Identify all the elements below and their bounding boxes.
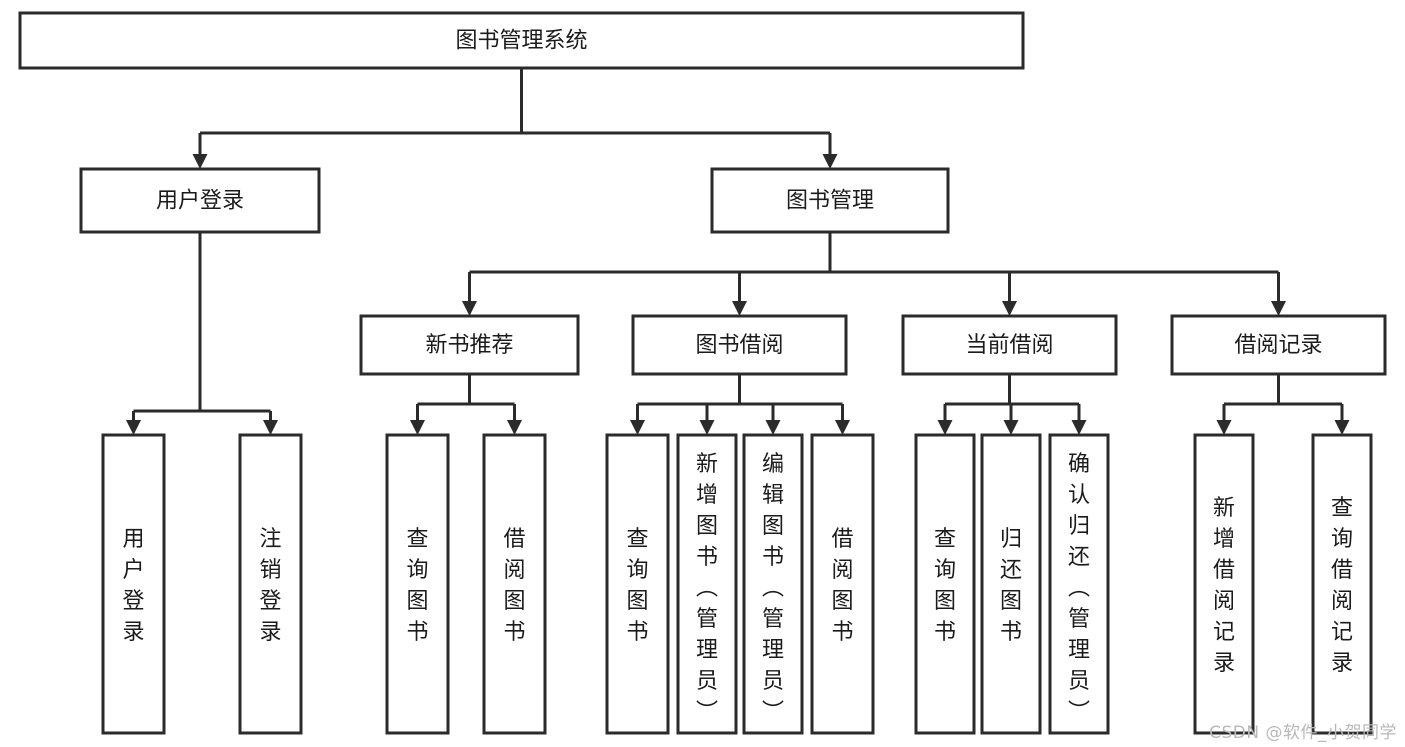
- connector-arrow: [126, 411, 141, 435]
- node-n-borrow-record[interactable]: 借阅记录: [1170, 314, 1387, 376]
- connector-group: [630, 374, 850, 435]
- connector-arrow: [699, 404, 715, 435]
- node-l-query-book-3-label: 查询图书: [934, 527, 956, 645]
- node-l-query-book-1[interactable]: 查询图书: [385, 433, 450, 735]
- node-l-query-book-3[interactable]: 查询图书: [914, 433, 976, 735]
- node-l-edit-book-label: 编辑图书︵管理员︶: [762, 452, 784, 725]
- node-l-confirm-return[interactable]: 确认归还︵管理员︶: [1048, 433, 1110, 735]
- connector-group: [410, 374, 522, 435]
- connector-group: [126, 232, 278, 435]
- node-l-query-record[interactable]: 查询借阅记录: [1311, 433, 1373, 735]
- connector-arrow: [822, 133, 838, 169]
- connector-arrow: [263, 411, 278, 435]
- node-l-query-book-1-box[interactable]: [385, 433, 450, 735]
- node-n-user-login[interactable]: 用户登录: [79, 167, 321, 234]
- node-l-user-login[interactable]: 用户登录: [101, 433, 166, 735]
- connector-arrow: [462, 272, 477, 316]
- node-l-borrow-book-1-box[interactable]: [482, 433, 547, 735]
- node-n-book-borrow[interactable]: 图书借阅: [631, 314, 848, 376]
- node-l-add-record-box[interactable]: [1193, 433, 1255, 735]
- node-l-query-record-label: 查询借阅记录: [1331, 496, 1353, 676]
- node-l-add-record-label: 新增借阅记录: [1213, 496, 1235, 676]
- connector-group: [462, 232, 1286, 316]
- node-n-user-login-box[interactable]: [79, 167, 321, 234]
- connector-arrow: [732, 272, 747, 316]
- connector-arrow: [410, 404, 425, 435]
- node-l-edit-book[interactable]: 编辑图书︵管理员︶: [742, 433, 804, 735]
- node-l-add-record[interactable]: 新增借阅记录: [1193, 433, 1255, 735]
- connector-arrow: [1003, 404, 1019, 435]
- node-n-book-mgmt[interactable]: 图书管理: [710, 167, 950, 234]
- node-n-book-mgmt-box[interactable]: [710, 167, 950, 234]
- node-l-logout-label: 注销登录: [259, 527, 281, 645]
- node-l-user-login-box[interactable]: [101, 433, 166, 735]
- node-l-query-book-3-box[interactable]: [914, 433, 976, 735]
- node-l-query-record-box[interactable]: [1311, 433, 1373, 735]
- node-l-query-book-2-label: 查询图书: [626, 527, 648, 645]
- connector-group: [937, 374, 1087, 435]
- node-l-edit-book-box[interactable]: [742, 433, 804, 735]
- node-l-user-login-label: 用户登录: [122, 527, 144, 645]
- node-l-return-book-box[interactable]: [980, 433, 1042, 735]
- node-l-borrow-book-2-label: 借阅图书: [831, 527, 853, 645]
- node-l-confirm-return-label: 确认归还︵管理员︶: [1068, 452, 1090, 725]
- connector-arrow: [1216, 404, 1232, 435]
- node-root-box[interactable]: [18, 11, 1025, 70]
- connector-arrow: [1271, 272, 1286, 316]
- node-n-new-book-rec-box[interactable]: [359, 314, 580, 376]
- node-n-current-borrow-box[interactable]: [901, 314, 1118, 376]
- node-l-borrow-book-1-label: 借阅图书: [503, 527, 525, 645]
- node-n-current-borrow[interactable]: 当前借阅: [901, 314, 1118, 376]
- node-l-query-book-1-label: 查询图书: [406, 527, 428, 645]
- connectors-layer: [126, 68, 1350, 435]
- node-n-user-login-label: 用户登录: [156, 189, 244, 214]
- connector-arrow: [1334, 404, 1350, 435]
- node-l-query-book-2[interactable]: 查询图书: [605, 433, 670, 735]
- connector-arrow: [835, 404, 850, 435]
- node-n-book-borrow-box[interactable]: [631, 314, 848, 376]
- node-n-book-borrow-label: 图书借阅: [695, 333, 783, 358]
- connector-arrow: [937, 404, 953, 435]
- connector-arrow: [765, 404, 781, 435]
- node-l-borrow-book-2[interactable]: 借阅图书: [810, 433, 875, 735]
- connector-group: [192, 68, 838, 169]
- connector-arrow: [192, 133, 208, 169]
- node-n-borrow-record-label: 借阅记录: [1234, 333, 1322, 358]
- node-n-borrow-record-box[interactable]: [1170, 314, 1387, 376]
- node-l-borrow-book-2-box[interactable]: [810, 433, 875, 735]
- connector-arrow: [1002, 272, 1017, 316]
- node-l-logout-box[interactable]: [238, 433, 303, 735]
- nodes-layer: 图书管理系统用户登录图书管理新书推荐图书借阅当前借阅借阅记录用户登录注销登录查询…: [18, 11, 1387, 735]
- node-n-new-book-rec-label: 新书推荐: [425, 333, 513, 358]
- connector-arrow: [630, 404, 645, 435]
- node-l-confirm-return-box[interactable]: [1048, 433, 1110, 735]
- connector-group: [1216, 374, 1350, 435]
- node-l-return-book-label: 归还图书: [1000, 527, 1022, 645]
- node-root-label: 图书管理系统: [455, 29, 587, 54]
- node-l-query-book-2-box[interactable]: [605, 433, 670, 735]
- node-n-new-book-rec[interactable]: 新书推荐: [359, 314, 580, 376]
- node-l-add-book-label: 新增图书︵管理员︶: [696, 452, 718, 725]
- connector-arrow: [1071, 404, 1087, 435]
- connector-arrow: [507, 404, 522, 435]
- node-n-current-borrow-label: 当前借阅: [965, 333, 1053, 358]
- node-l-return-book[interactable]: 归还图书: [980, 433, 1042, 735]
- node-l-add-book[interactable]: 新增图书︵管理员︶: [676, 433, 738, 735]
- node-n-book-mgmt-label: 图书管理: [786, 189, 874, 214]
- node-l-logout[interactable]: 注销登录: [238, 433, 303, 735]
- node-l-borrow-book-1[interactable]: 借阅图书: [482, 433, 547, 735]
- node-l-add-book-box[interactable]: [676, 433, 738, 735]
- node-root[interactable]: 图书管理系统: [18, 11, 1025, 70]
